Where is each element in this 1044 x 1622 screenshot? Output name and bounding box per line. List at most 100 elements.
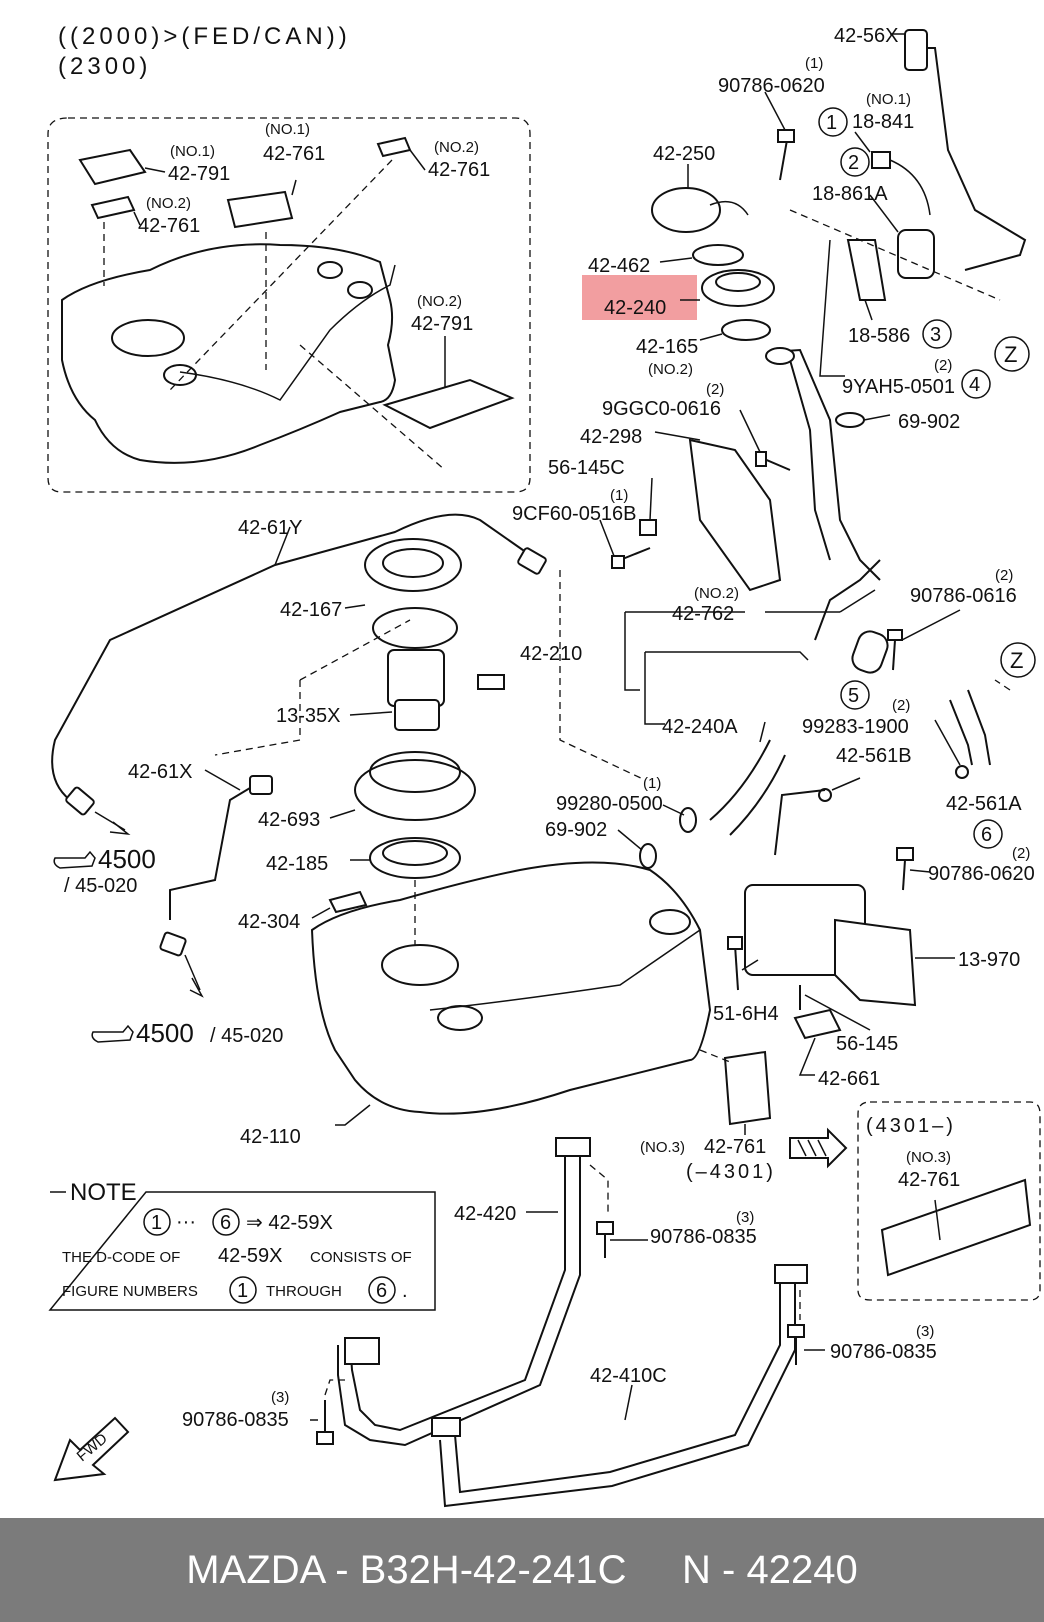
note-title: NOTE [70, 1179, 137, 1206]
note-dots: ··· [176, 1211, 196, 1233]
label-42-185: 42-185 [266, 853, 328, 875]
pointing-hand-icon [53, 850, 96, 869]
inset-label-code-1: 42-761 [263, 143, 325, 165]
straps-and-bolts [310, 1137, 825, 1508]
qty-90786-0835-c: (3) [271, 1389, 289, 1406]
circle-4: 4 [969, 374, 980, 396]
part-labels: 42-56X (1) 90786-0620 (NO.1) 18-841 18-8… [64, 25, 1035, 1431]
range-to-4301: (–4301) [686, 1161, 776, 1183]
model-range-label: ((2000)>(FED/CAN)) [58, 23, 351, 50]
inset-label-qual-4: (NO.2) [417, 293, 462, 310]
label-90786-0835-c: 90786-0835 [182, 1409, 289, 1431]
label-42-761-late: 42-761 [898, 1169, 960, 1191]
main-fuel-tank [51, 513, 955, 1169]
part-number-footer: MAZDA - B32H-42-241C N - 42240 [0, 1518, 1044, 1622]
note-arrow-text: ⇒ 42-59X [246, 1212, 333, 1234]
label-90786-0620-top: 90786-0620 [718, 75, 825, 97]
label-42-693: 42-693 [258, 809, 320, 831]
lock-ring-42-167 [364, 538, 462, 592]
qty-9GGC0: (2) [706, 381, 724, 398]
o-ring-42-165 [721, 319, 771, 341]
label-90786-0835-b: 90786-0835 [830, 1341, 937, 1363]
label-56-145C: 56-145C [548, 457, 625, 479]
label-13-35X: 13-35X [276, 705, 341, 727]
label-51-6H4: 51-6H4 [713, 1003, 779, 1025]
filler-bracket-42-298 [688, 438, 782, 592]
qty-9CF60: (1) [610, 487, 628, 504]
note-line2b: 42-59X [218, 1245, 283, 1267]
label-90786-0616: 90786-0616 [910, 585, 1017, 607]
qual-42-761-no3: (NO.3) [640, 1139, 685, 1156]
production-code-label: (2300) [58, 53, 151, 80]
range-arrow [789, 1127, 848, 1169]
upper-left-inset: (NO.1) 42-791 (NO.1) 42-761 (NO.2) 42-76… [47, 117, 531, 493]
circle-5: 5 [848, 685, 859, 707]
label-99280-0500: 99280-0500 [556, 793, 663, 815]
lower-right-inset [857, 1101, 1041, 1301]
pad-no2-42-761-left [90, 195, 136, 220]
label-42-167: 42-167 [280, 599, 342, 621]
label-42-56X: 42-56X [834, 25, 899, 47]
label-42-410C: 42-410C [590, 1365, 667, 1387]
label-13-970: 13-970 [958, 949, 1020, 971]
inset-label-code-2: 42-761 [428, 159, 490, 181]
gasket-42-240 [701, 269, 775, 307]
label-90786-0835-a: 90786-0835 [650, 1226, 757, 1248]
qual-18-841: (NO.1) [866, 91, 911, 108]
forward-arrow: FWD [53, 1416, 130, 1482]
qty-9YAH5: (2) [934, 357, 952, 374]
inset-label-qual-2: (NO.2) [434, 139, 479, 156]
qual-42-761-late: (NO.3) [906, 1149, 951, 1166]
ref-4500-lower: 4500 [136, 1018, 194, 1048]
note-num-6: 6 [376, 1280, 387, 1302]
note-circle-6: 6 [220, 1212, 231, 1234]
label-56-145: 56-145 [836, 1033, 898, 1055]
filler-and-vent-assembly [582, 29, 1027, 779]
inset-label-code-4: 42-791 [411, 313, 473, 335]
note-line3b: THROUGH [266, 1283, 342, 1300]
gasket-42-185 [369, 837, 461, 879]
label-42-61Y: 42-61Y [238, 517, 303, 539]
label-18-586: 18-586 [848, 325, 910, 347]
note-line2a: THE D-CODE OF [62, 1249, 180, 1266]
note-circle-1: 1 [151, 1212, 162, 1234]
qual-42-762: (NO.2) [694, 585, 739, 602]
pad-no1-42-791 [78, 148, 147, 186]
o-ring-42-462 [692, 244, 744, 266]
qty-90786-0620-top: (1) [805, 55, 823, 72]
inset-label-code-0: 42-791 [168, 163, 230, 185]
fuel-pump-13-35X [387, 649, 445, 707]
circle-z-upper: Z [1004, 342, 1017, 367]
label-42-420: 42-420 [454, 1203, 516, 1225]
ref-45-020-upper: / 45-020 [64, 875, 137, 897]
retainer-42-693 [354, 759, 476, 821]
circle-6: 6 [981, 824, 992, 846]
note-box: NOTE 1 ··· 6 ⇒ 42-59X THE D-CODE OF 42-5… [48, 1179, 436, 1311]
label-18-861A: 18-861A [812, 183, 888, 205]
inset-label-code-3: 42-761 [138, 215, 200, 237]
circle-2: 2 [848, 152, 859, 174]
label-42-561A: 42-561A [946, 793, 1022, 815]
note-dot: . [402, 1280, 408, 1302]
qty-90786-0616: (2) [995, 567, 1013, 584]
label-90786-0620-lower: 90786-0620 [928, 863, 1035, 885]
qty-90786-0835-b: (3) [916, 1323, 934, 1340]
footer-part-number: MAZDA - B32H-42-241C N - 42240 [186, 1547, 858, 1592]
label-42-110: 42-110 [240, 1126, 301, 1148]
label-18-841: 18-841 [852, 111, 914, 133]
qty-99283: (2) [892, 697, 910, 714]
label-42-250: 42-250 [653, 143, 715, 165]
qty-99280: (1) [643, 775, 661, 792]
ref-45-020-lower: / 45-020 [210, 1025, 283, 1047]
label-9CF60-0516B: 9CF60-0516B [512, 503, 637, 525]
label-42-304: 42-304 [238, 911, 300, 933]
label-9GGC0-0616: 9GGC0-0616 [602, 398, 721, 420]
pad-no2-42-761-right [376, 136, 412, 158]
label-99283-1900: 99283-1900 [802, 716, 909, 738]
label-42-561B: 42-561B [836, 745, 912, 767]
qty-90786-0835-a: (3) [736, 1209, 754, 1226]
label-42-240: 42-240 [604, 297, 666, 319]
label-42-298: 42-298 [580, 426, 642, 448]
label-42-462: 42-462 [588, 255, 650, 277]
note-num-1: 1 [237, 1280, 248, 1302]
